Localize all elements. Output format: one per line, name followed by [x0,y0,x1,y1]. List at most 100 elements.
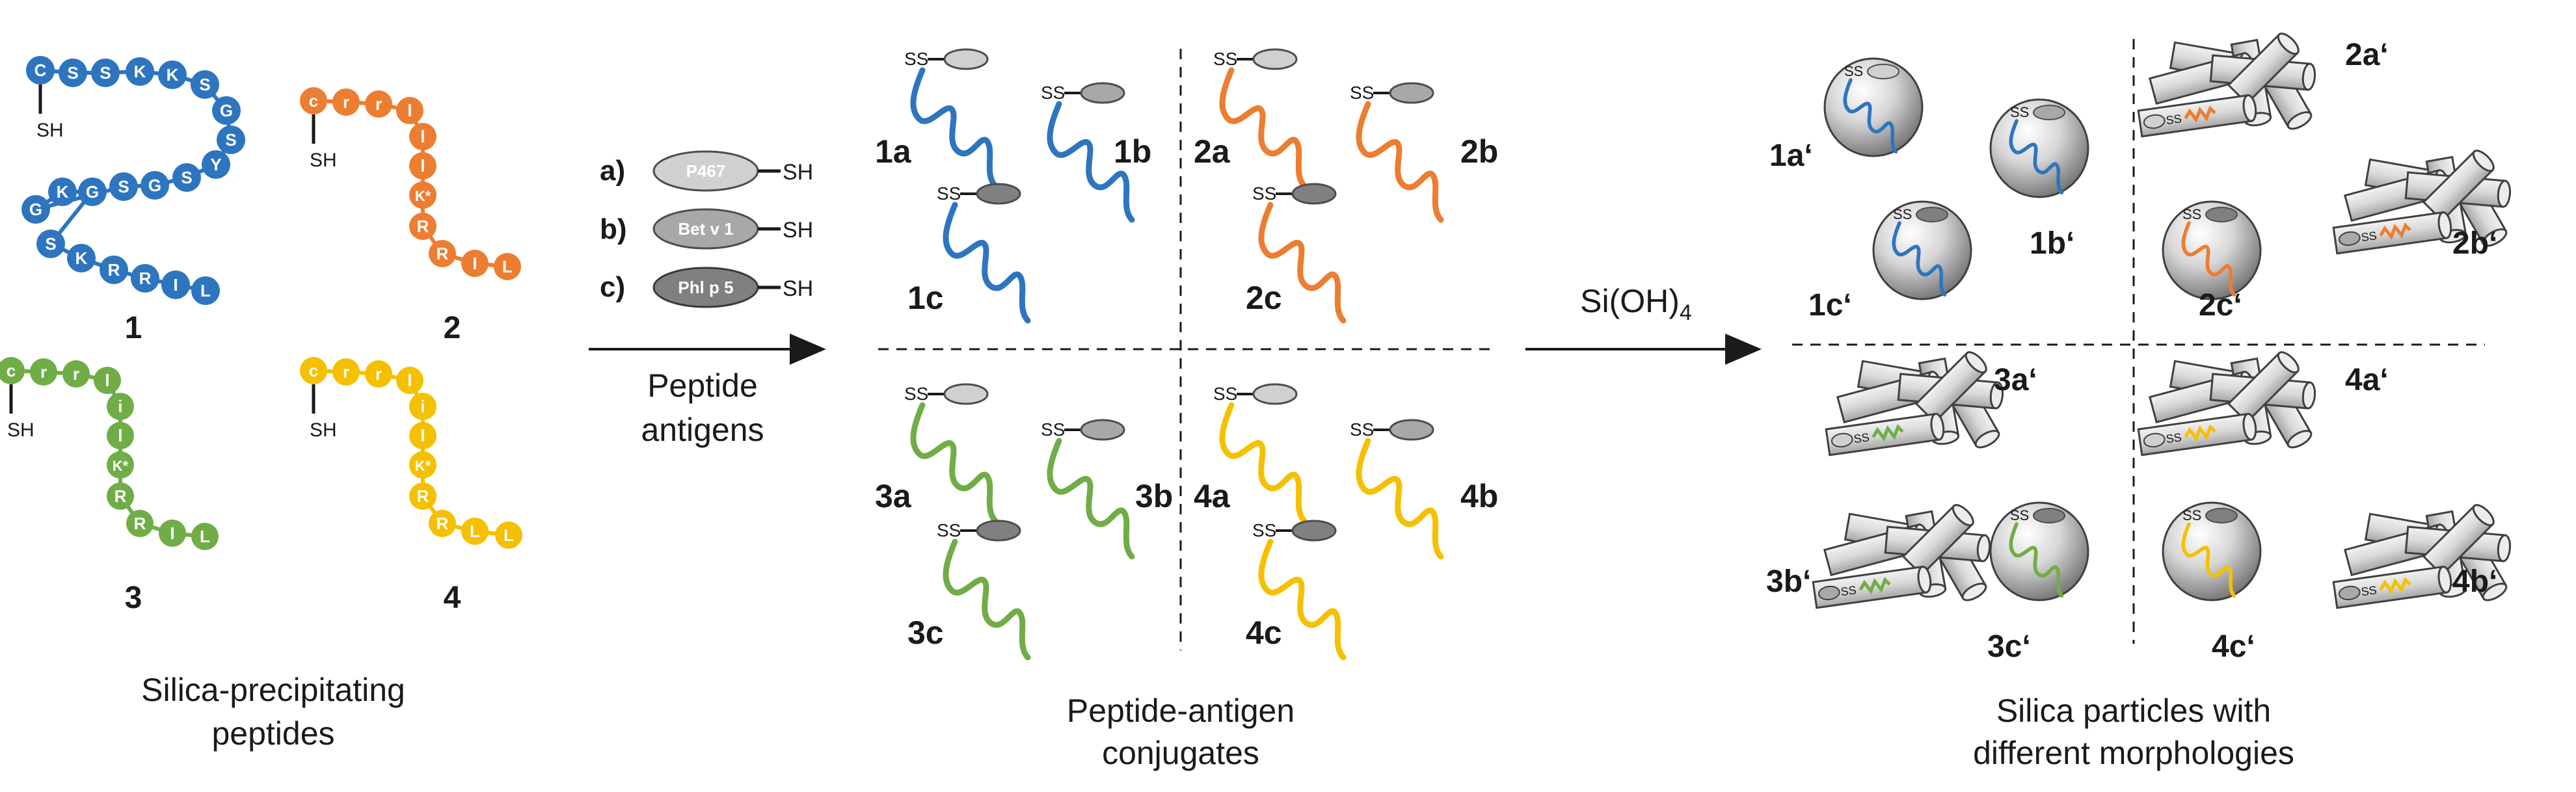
rod-end [2242,94,2257,122]
conjugate-label: 1a [875,133,912,170]
arrow-silicic-acid: Si(OH)4 [1525,283,1762,365]
peptide-chain [1872,424,1904,442]
disulfide-label: SS [2165,112,2182,127]
silica-rod: SS [2137,412,2257,456]
conjugate-label: 2b [1460,133,1498,170]
conjugates-caption-line1: Peptide-antigen [1067,693,1295,729]
amino-acid-label: K [167,65,179,85]
amino-acid-label: I [472,254,477,273]
amino-acid-label: K [134,62,146,81]
amino-acid-label: c [7,361,16,380]
antigen-legend: a) P467 SH b) Bet v 1 SH c) Phl p 5 SH [600,150,813,308]
amino-acid-bead [409,123,436,150]
particle-label: 2c‘ [2199,288,2242,323]
amino-acid-bead [131,264,159,293]
amino-acid-bead [409,451,436,479]
amino-acid-label: L [470,521,480,541]
amino-acid-bead [494,253,521,280]
disulfide-label: SS [937,520,961,540]
arrow-peptide-antigens: Peptide antigens [589,334,826,448]
peptide-chain [2379,222,2411,240]
amino-acid-bead [409,422,436,449]
amino-acid-bead [409,213,436,240]
peptide-chain [1219,67,1308,189]
antigen-a-letter: a) [600,155,625,187]
disulfide-label: SS [2360,583,2378,598]
amino-acid-bead [141,171,169,200]
rod-end [1952,504,1974,527]
amino-acid-bead [161,271,190,299]
disulfide-label: SS [1252,520,1276,540]
amino-acid-bead [365,360,392,388]
antigen-c-sh: SH [783,276,813,301]
antigen-ellipse [976,183,1021,205]
amino-acid-bead [26,56,55,85]
amino-acid-bead [461,518,489,545]
antigen-ellipse [1080,419,1125,441]
rod-end [2277,351,2300,374]
antigen-ellipse [1389,419,1434,441]
amino-acid-label: K* [415,458,431,474]
rod-particle-4a: SS 4a‘ [2137,351,2389,456]
silica-rod: SS [1812,565,1932,609]
peptide-chain [1356,438,1444,560]
amino-acid-label: r [73,364,79,384]
disulfide-label: SS [1041,419,1065,440]
rod-end [2242,412,2257,441]
arrow-1-label-line1: Peptide [647,367,758,404]
antigen-ellipse [1291,520,1337,542]
disulfide-label: SS [904,49,928,69]
peptide-chain [1047,438,1135,560]
amino-acid-label: i [118,397,122,416]
peptide-chain [2181,522,2236,598]
amino-acid-label: l [420,426,425,445]
rod-end [1976,534,1991,562]
rod-end [2287,430,2313,449]
rod-end [2277,33,2300,55]
peptide-backbone [313,99,508,269]
rod-end [2301,62,2316,91]
amino-acid-label: r [343,92,349,112]
arrow-2-label: Si(OH)4 [1580,283,1692,325]
amino-acid-label: C [34,60,47,80]
amino-acid-label: S [181,168,192,187]
amino-acid-label: S [67,63,78,83]
conjugate-label: 2c [1246,280,1282,316]
disulfide-label: SS [937,183,961,204]
amino-acid-bead [107,422,134,449]
amino-acid-bead [300,357,327,384]
amino-acid-label: r [40,362,47,382]
peptide-backbone [313,369,509,537]
rod-end [1965,351,1987,374]
amino-acid-bead [212,96,241,125]
peptide-chain [2009,119,2064,195]
antigen-ellipse [1818,585,1840,601]
particle-label: 4b‘ [2452,564,2497,599]
amino-acid-bead [332,88,360,116]
arrow-2-label-main: Si(OH) [1580,283,1680,319]
peptide-chain [2379,577,2411,594]
amino-acid-bead [191,523,219,550]
silica-rod [1901,504,1974,577]
amino-acid-bead [30,358,57,386]
rod-end [2497,179,2512,208]
amino-acid-label: r [375,94,382,114]
amino-acid-label: R [108,260,120,280]
peptide-2-label: 2 [444,311,461,345]
particle-label: 1a‘ [1769,139,1813,173]
amino-acid-label: G [86,182,99,202]
amino-acid-label: R [114,486,127,506]
amino-acid-bead [107,482,134,510]
thiol-sh-label: SH [310,419,337,441]
particle-label: 4a‘ [2345,363,2389,397]
conjugate-label: 3b [1135,478,1173,514]
